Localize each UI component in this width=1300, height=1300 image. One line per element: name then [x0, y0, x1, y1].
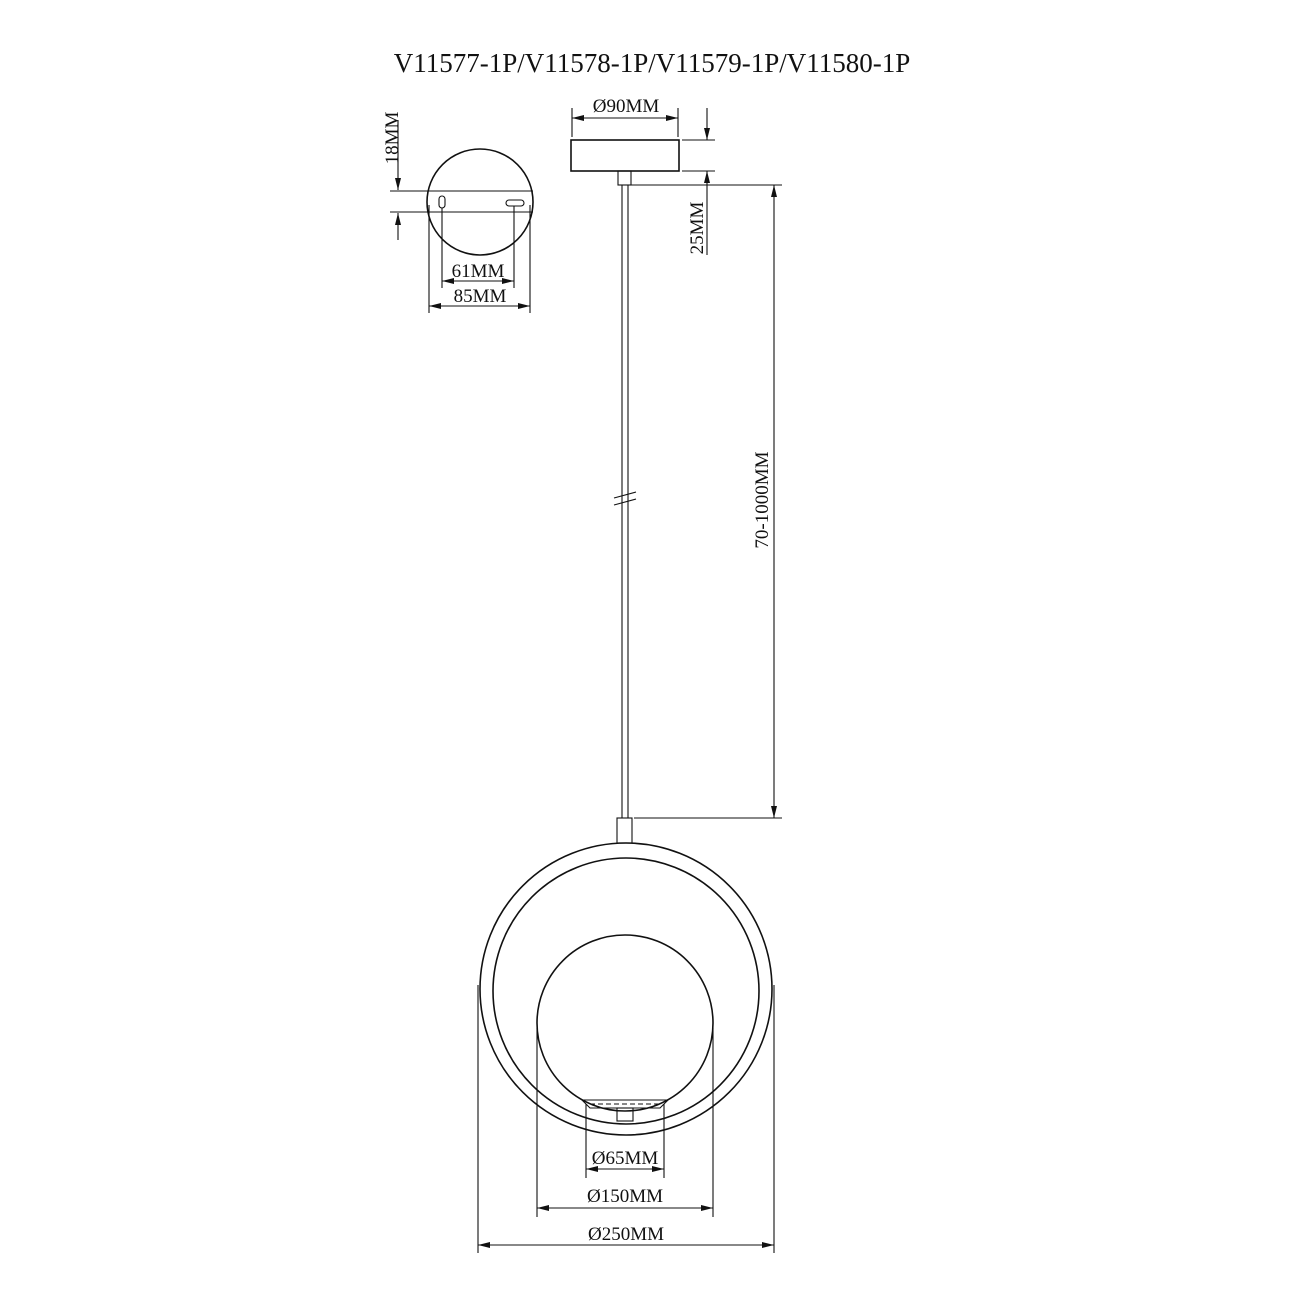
drawing-title: V11577-1P/V11578-1P/V11579-1P/V11580-1P — [394, 48, 911, 78]
globe-diameter-label: Ø150MM — [587, 1186, 663, 1207]
canopy-plan-view: 18MM 61MM 85MM — [382, 112, 534, 313]
ring-diameter-label: Ø250MM — [588, 1224, 664, 1245]
mounting-slot-right — [505, 199, 525, 207]
glass-globe — [536, 934, 714, 1112]
suspension-rod: 70-1000MM — [613, 184, 782, 819]
canopy-connector — [617, 170, 632, 186]
globe-holder — [580, 1099, 670, 1109]
plan-width-label: 85MM — [454, 286, 507, 307]
canopy-diameter-label: Ø90MM — [593, 96, 660, 117]
hole-spacing-label: 61MM — [452, 261, 505, 282]
plan-height-label: 18MM — [382, 112, 403, 165]
break-mark — [613, 498, 637, 506]
base-diameter-label: Ø65MM — [592, 1148, 659, 1169]
fixture-front-view: Ø65MM Ø150MM Ø250MM — [477, 817, 775, 1253]
mounting-hole-left — [438, 195, 446, 209]
outer-ring — [479, 842, 773, 1136]
canopy-side-view: Ø90MM 25MM — [570, 96, 715, 255]
fixture-connector — [616, 817, 633, 844]
canopy-plan-outline — [426, 148, 534, 256]
break-mark — [613, 491, 637, 499]
suspension-length-label: 70-1000MM — [752, 451, 773, 548]
canopy-height-label: 25MM — [687, 202, 708, 255]
inner-ring — [492, 857, 760, 1125]
canopy-body — [570, 139, 680, 172]
holder-cap — [616, 1107, 634, 1122]
